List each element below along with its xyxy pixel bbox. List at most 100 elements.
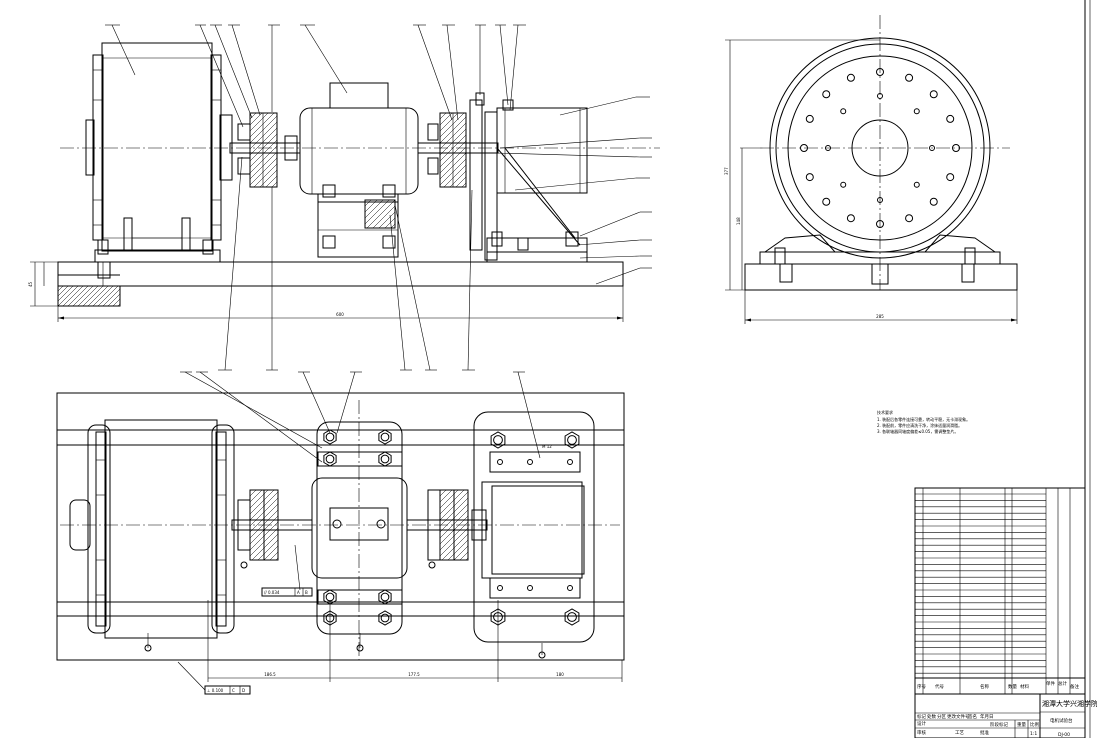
bolt-hole (913, 108, 920, 115)
hatch-line (440, 521, 468, 551)
bolt-hole (822, 197, 831, 206)
tb-role-review: 审核 (917, 729, 926, 736)
hatch-line (250, 503, 278, 533)
hatch-line (62, 286, 84, 306)
part-balloon-ticks (105, 24, 652, 371)
bolt-washer (493, 435, 503, 445)
tb-role-design: 设计 (917, 720, 926, 727)
hatch-line (82, 286, 104, 306)
hatch-line (92, 286, 114, 306)
screw (567, 459, 573, 465)
hatch-line (250, 509, 278, 539)
tb-role-approve: 批准 (980, 729, 989, 736)
section-hatch (440, 490, 468, 560)
tb-stage-mark: 阶段标记 (990, 721, 1008, 728)
hatch-line (250, 527, 278, 557)
hatch-line (440, 140, 466, 168)
bolt-head (323, 451, 337, 467)
tb-sign-change: 更改文件号 (947, 713, 970, 720)
bolt-hole (952, 144, 960, 152)
hatch-line (440, 490, 465, 515)
dim-seg1: 186.5 (264, 672, 276, 677)
bolt-washer (325, 432, 335, 442)
hatch-line (449, 170, 466, 187)
hatch-line (440, 503, 468, 533)
dim-seg2: 177.5 (408, 672, 420, 677)
tech-note-3: 3. 各联轴器同轴度偏差≤0.05，需调整垫片。 (877, 428, 958, 434)
hatch-line (253, 163, 277, 187)
section-hatch (365, 200, 431, 228)
hatch-line (112, 298, 120, 306)
hatch-line (251, 533, 278, 560)
hatch-line (87, 286, 109, 306)
hatch-line (366, 200, 395, 228)
flange-bolt-holes (800, 68, 960, 228)
hatch-line (314, 113, 388, 187)
hatch-line (498, 113, 572, 187)
hatch-line (403, 200, 431, 228)
hatch-line (440, 113, 459, 132)
dim-side-center: 148 (736, 217, 741, 225)
coupling-left (229, 112, 400, 188)
hatch-line (250, 491, 278, 521)
section-hatch (250, 113, 400, 187)
dim-side-width: 285 (876, 314, 884, 319)
hatch-line (440, 158, 466, 186)
hatch-line (271, 181, 277, 187)
hatch-line (372, 205, 395, 228)
dim-base-height: 45 (28, 281, 33, 287)
bom-header-remark: 备注 (1070, 683, 1079, 690)
hatch-line (58, 286, 69, 297)
tolerance-2-datum-c: C (232, 688, 235, 693)
hatch-line (534, 113, 608, 187)
hatch-line (250, 113, 275, 138)
coupling-right (417, 112, 608, 188)
hatch-line (97, 286, 119, 306)
tolerance-2-value: ⊥ 0.100 (207, 688, 224, 693)
bolt-washer (380, 592, 390, 602)
hatch-line (326, 113, 400, 187)
bolt-hole (822, 90, 831, 99)
hatch-line (365, 200, 384, 219)
bolt-head (378, 451, 392, 467)
tb-scale-value: 1:1 (1030, 731, 1037, 737)
bom-header-no: 序号 (917, 683, 926, 690)
hatch-line (250, 521, 278, 551)
screw (527, 459, 533, 465)
hatch-line (308, 113, 382, 187)
bolt-head (564, 431, 580, 449)
bolt-hole (840, 181, 847, 188)
top-coupling-right (406, 489, 488, 569)
hatch-line (72, 286, 94, 306)
screw (497, 459, 503, 465)
bolt-hole (805, 173, 814, 182)
hatch-line (58, 286, 74, 302)
front-dimensions: 600 45 (28, 261, 624, 322)
tolerance-2-datum-d: D (242, 688, 245, 693)
side-view: 285 377 148 (724, 15, 1018, 324)
hatch-line (365, 200, 372, 207)
hatch-line (504, 113, 578, 187)
bolt-hole (877, 197, 883, 203)
tb-role-process: 工艺 (955, 730, 964, 736)
dim-seg3: 180 (556, 672, 564, 677)
tolerance-1-datum-b: B (305, 590, 308, 595)
hatch-line (455, 176, 466, 187)
bolt-hole (846, 214, 855, 223)
tb-sign-date: 年月日 (980, 713, 994, 720)
load-motor (85, 42, 233, 286)
hatch-line (378, 211, 395, 228)
bolt-washer (567, 612, 577, 622)
test-motor (299, 82, 431, 258)
bolt-hole (905, 73, 914, 82)
top-dimensions: 186.5 177.5 180 (144, 600, 623, 682)
bolt-washer (325, 592, 335, 602)
sheet-frame (1084, 0, 1091, 738)
tb-stage-scale: 比例 (1030, 721, 1039, 728)
tb-sign-zone: 分区 (937, 713, 946, 720)
hatch-line (440, 134, 466, 162)
hatch-line (440, 491, 468, 521)
hatch-line (440, 113, 465, 138)
section-hatch (58, 286, 120, 306)
screw (497, 585, 503, 591)
